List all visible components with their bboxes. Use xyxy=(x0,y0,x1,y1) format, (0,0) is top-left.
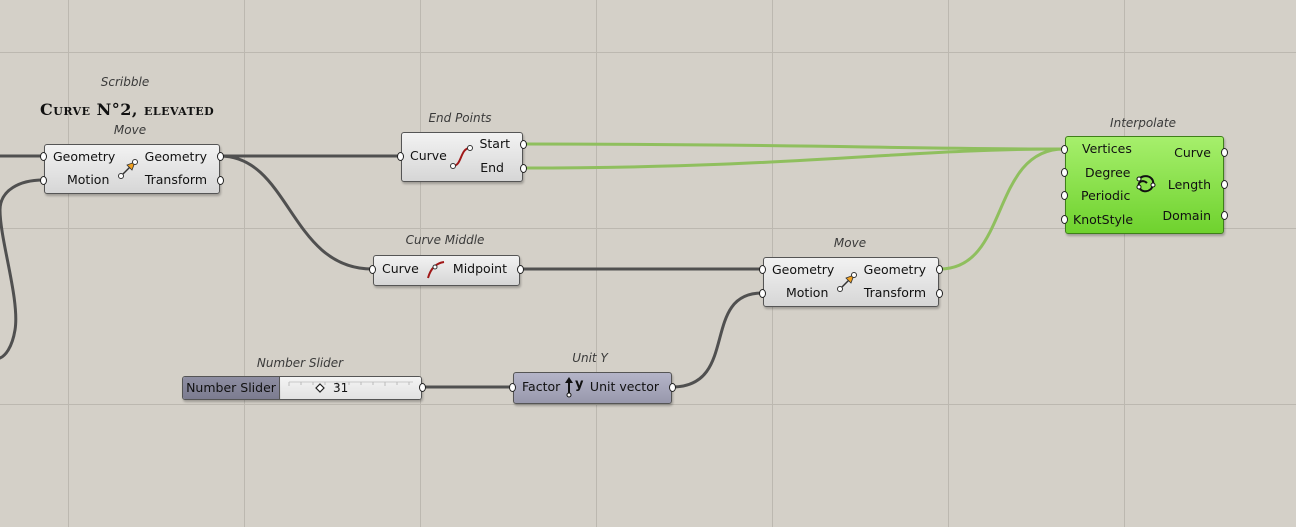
wire-unity-to-move2-motion[interactable] xyxy=(670,291,764,389)
curve-middle-icon xyxy=(427,261,445,279)
wire-end-to-vertices[interactable] xyxy=(521,147,1066,170)
endpoints-title: End Points xyxy=(428,111,492,125)
unit-y-icon: y xyxy=(565,377,584,398)
curvemiddle-output-midpoint: Midpoint xyxy=(452,261,507,276)
curvemiddle-input-curve: Curve xyxy=(382,261,419,276)
move2-input-motion: Motion xyxy=(786,285,829,300)
curvemiddle-title: Curve Middle xyxy=(405,233,485,247)
slider-grip-icon[interactable] xyxy=(315,383,325,393)
interpolate-output-domain: Domain xyxy=(1162,208,1211,223)
endpoints-output-end: End xyxy=(480,160,504,175)
unity-title: Unit Y xyxy=(572,351,608,365)
curve-annotation[interactable]: Curve N°2, elevated xyxy=(40,100,215,119)
move2-output-geometry: Geometry xyxy=(863,262,926,277)
unity-factor-in-pin[interactable] xyxy=(509,383,516,392)
interpolate-title: Interpolate xyxy=(1110,116,1176,130)
unity-node[interactable]: Factor y Unit vector xyxy=(509,372,676,404)
move1-input-motion: Motion xyxy=(67,172,110,187)
interpolate-input-vertices: Vertices xyxy=(1082,141,1132,156)
move2-geometry-in-pin[interactable] xyxy=(759,265,766,274)
endpoints-curve-in-pin[interactable] xyxy=(397,152,404,161)
slider-title: Number Slider xyxy=(256,356,344,370)
curvemiddle-midpoint-out-pin[interactable] xyxy=(517,265,524,274)
slider-value: 31 xyxy=(333,381,349,395)
move1-geometry-out-pin[interactable] xyxy=(217,152,224,161)
interpolate-knotstyle-in-pin[interactable] xyxy=(1061,215,1068,224)
move2-title: Move xyxy=(833,236,867,250)
interpolate-vertices-in-pin[interactable] xyxy=(1061,145,1068,154)
endpoints-start-out-pin[interactable] xyxy=(520,140,527,149)
scribble-label: Scribble xyxy=(100,75,150,89)
move1-motion-in-pin[interactable] xyxy=(40,176,47,185)
interpolate-node[interactable]: Vertices Degree Periodic KnotStyle Curve… xyxy=(1061,136,1228,234)
move2-motion-in-pin[interactable] xyxy=(759,289,766,298)
interpolate-output-curve: Curve xyxy=(1174,145,1211,160)
slider-out-pin[interactable] xyxy=(419,383,426,392)
slider-track[interactable]: 31 xyxy=(281,377,421,399)
move1-output-geometry: Geometry xyxy=(144,149,207,164)
interpolate-curve-out-pin[interactable] xyxy=(1221,148,1228,157)
interpolate-degree-in-pin[interactable] xyxy=(1061,168,1068,177)
endpoints-output-start: Start xyxy=(479,136,510,151)
svg-text:y: y xyxy=(575,377,584,392)
interpolate-icon xyxy=(1136,175,1156,193)
curvemiddle-curve-in-pin[interactable] xyxy=(369,265,376,274)
endpoints-icon xyxy=(450,145,473,169)
move1-geometry-in-pin[interactable] xyxy=(40,152,47,161)
move2-node[interactable]: Geometry Motion Geometry Transform xyxy=(759,257,943,307)
move1-transform-out-pin[interactable] xyxy=(217,176,224,185)
wire-start-to-vertices[interactable] xyxy=(521,142,1066,151)
endpoints-node[interactable]: Curve Start End xyxy=(397,132,527,182)
move2-geometry-out-pin[interactable] xyxy=(936,265,943,274)
move1-input-geometry: Geometry xyxy=(53,149,116,164)
unity-output-unit-vector: Unit vector xyxy=(589,379,659,394)
unity-input-factor: Factor xyxy=(522,379,561,394)
move1-output-transform: Transform xyxy=(144,172,207,187)
slider-label: Number Slider xyxy=(183,377,280,399)
endpoints-input-curve: Curve xyxy=(410,148,447,163)
interpolate-input-periodic: Periodic xyxy=(1081,188,1131,203)
number-slider-node[interactable]: Number Slider 31 xyxy=(182,376,426,400)
interpolate-domain-out-pin[interactable] xyxy=(1221,211,1228,220)
interpolate-periodic-in-pin[interactable] xyxy=(1061,191,1068,200)
move2-transform-out-pin[interactable] xyxy=(936,289,943,298)
slider-ticks xyxy=(288,381,413,386)
interpolate-output-length: Length xyxy=(1167,177,1211,192)
move2-input-geometry: Geometry xyxy=(772,262,835,277)
move2-output-transform: Transform xyxy=(863,285,926,300)
move-icon xyxy=(837,272,857,292)
move1-title: Move xyxy=(113,123,147,137)
move-icon xyxy=(118,159,138,179)
interpolate-input-degree: Degree xyxy=(1085,165,1131,180)
interpolate-length-out-pin[interactable] xyxy=(1221,180,1228,189)
wire-move1-to-curvemiddle[interactable] xyxy=(218,154,374,271)
unity-out-pin[interactable] xyxy=(669,383,676,392)
endpoints-end-out-pin[interactable] xyxy=(520,164,527,173)
curvemiddle-node[interactable]: Curve Midpoint xyxy=(369,255,524,286)
wire-move2-to-vertices[interactable] xyxy=(938,147,1066,271)
move1-node[interactable]: Geometry Motion Geometry Transform xyxy=(40,144,224,194)
wire-input-to-move1-motion[interactable] xyxy=(0,178,45,360)
interpolate-input-knotstyle: KnotStyle xyxy=(1073,212,1134,227)
